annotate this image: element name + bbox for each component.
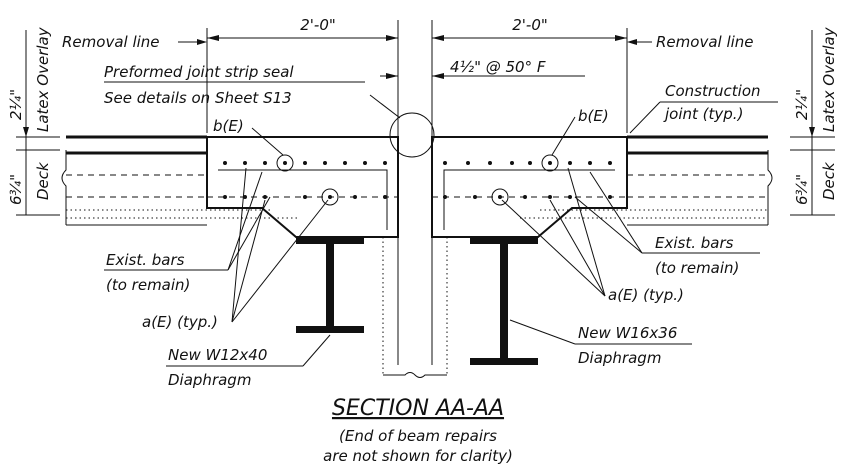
left-width-label: 2'-0" <box>300 16 336 34</box>
joint-gap-dimension: 4½" @ 50° F <box>380 20 585 365</box>
removal-line-right-label: Removal line <box>656 33 754 51</box>
construction-joint-label-line1: Construction <box>665 82 761 100</box>
joint-seal-leader <box>369 94 401 119</box>
b-left-callout-circle <box>276 154 294 172</box>
right-deck-slab <box>520 135 773 226</box>
b-right-label: b(E) <box>578 107 609 125</box>
right-width-label: 2'-0" <box>512 16 548 34</box>
construction-joint-label-line2: joint (typ.) <box>663 105 743 123</box>
left-repair-block <box>206 136 399 238</box>
right-width-dimension: 2'-0" <box>432 16 628 133</box>
a-left-label: a(E) (typ.) <box>142 313 218 331</box>
left-latex-overlay-label: Latex Overlay <box>34 26 52 132</box>
section-title: SECTION AA-AA <box>332 396 504 421</box>
section-note-line2: are not shown for clarity) <box>323 447 513 465</box>
right-latex-overlay-label: Latex Overlay <box>820 26 838 132</box>
right-steel-beam <box>470 237 538 365</box>
joint-seal-label-line2: See details on Sheet S13 <box>104 89 292 107</box>
a-right-callout-circle <box>491 188 509 206</box>
exist-bars-right-line2: (to remain) <box>655 259 739 277</box>
a-left-callout-circle <box>321 188 339 206</box>
joint-seal-detail-circle <box>389 112 435 158</box>
b-left-label: b(E) <box>213 117 244 135</box>
right-repair-block <box>431 136 628 238</box>
joint-seal-label-line1: Preformed joint strip seal <box>104 63 294 81</box>
left-deck-thickness: 6¾" <box>7 174 25 205</box>
right-overlay-thickness: 2¼" <box>793 89 811 120</box>
b-right-callout-circle <box>541 154 559 172</box>
joint-gap-label: 4½" @ 50° F <box>450 58 546 76</box>
diaphragm-right-line1: New W16x36 <box>578 324 677 342</box>
diaphragm-right-line2: Diaphragm <box>578 349 661 367</box>
diaphragm-left-line2: Diaphragm <box>168 371 251 389</box>
left-steel-beam <box>296 237 364 333</box>
exist-bars-right-line1: Exist. bars <box>655 234 734 252</box>
exist-bars-left-line2: (to remain) <box>106 276 190 294</box>
left-deck-label: Deck <box>34 161 52 200</box>
right-deck-label: Deck <box>820 161 838 200</box>
exist-bars-left-line1: Exist. bars <box>106 251 185 269</box>
removal-line-left-label: Removal line <box>62 33 160 51</box>
left-width-dimension: 2'-0" <box>206 16 398 133</box>
section-note-line1: (End of beam repairs <box>339 427 497 445</box>
diaphragm-left-line1: New W12x40 <box>168 346 267 364</box>
left-overlay-thickness: 2¼" <box>7 89 25 120</box>
right-vertical-dims: 2¼" Latex Overlay 6¾" Deck <box>790 26 838 216</box>
a-right-label: a(E) (typ.) <box>608 286 684 304</box>
left-deck-slab <box>61 135 300 226</box>
left-vertical-dims: 2¼" Latex Overlay 6¾" Deck <box>7 26 60 216</box>
right-deck-thickness: 6¾" <box>793 174 811 205</box>
